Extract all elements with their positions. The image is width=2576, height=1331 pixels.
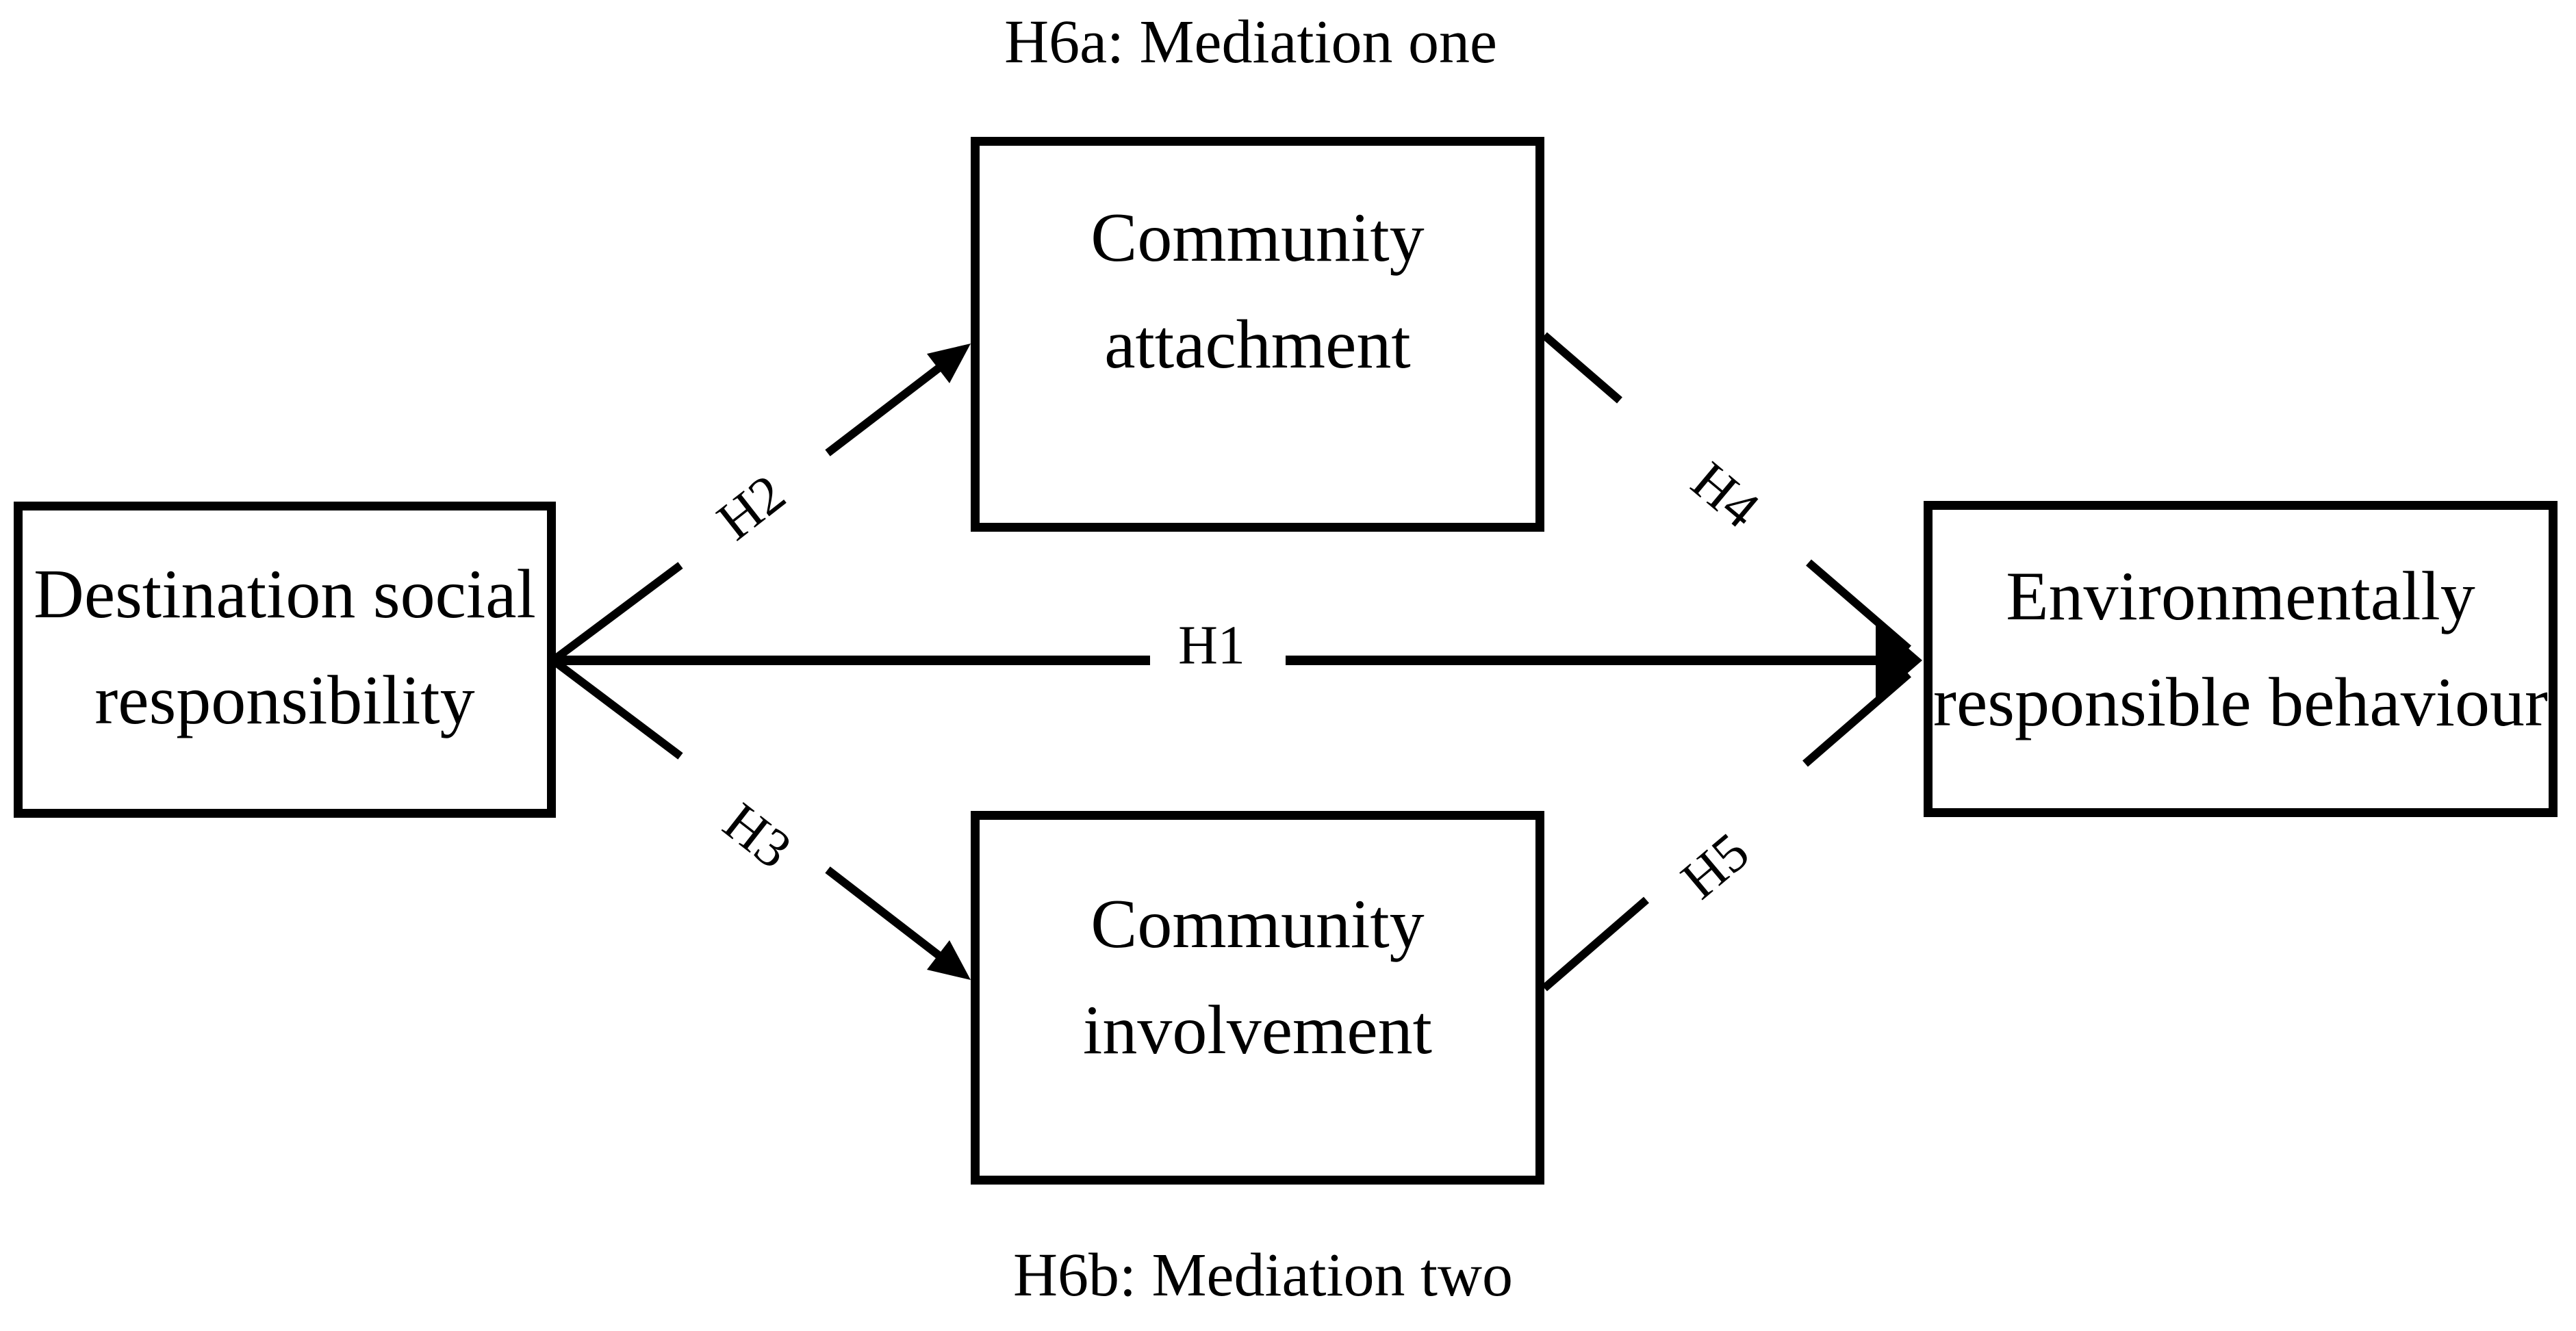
h3-line-a <box>553 659 683 760</box>
node-destination-social-responsibility: Destination social responsibility <box>14 502 556 818</box>
annotation-mediation-one: H6a: Mediation one <box>1004 8 1497 76</box>
node-environmentally-responsible-behaviour: Environmentally responsible behaviour <box>1924 501 2558 817</box>
h1-arrowhead <box>1876 620 1922 701</box>
node-community-involvement: Community involvement <box>971 811 1544 1185</box>
node-community-attachment: Community attachment <box>971 137 1544 532</box>
h3-line-b <box>825 866 956 970</box>
h3-arrowhead <box>927 940 971 980</box>
h2-line-a <box>553 562 683 662</box>
h5-line-a <box>1542 896 1649 992</box>
h2-arrowhead <box>927 344 971 383</box>
h4-line-b <box>1806 559 1911 652</box>
node-label-community-attachment: Community attachment <box>1091 199 1425 383</box>
annotation-mediation-two: H6b: Mediation two <box>1013 1241 1513 1309</box>
path-label-h1: H1 <box>1178 615 1245 676</box>
node-label-community-involvement: Community involvement <box>1083 885 1432 1069</box>
h2-line-b <box>825 354 956 456</box>
node-label-environmentally-responsible-behaviour: Environmentally responsible behaviour <box>1933 557 2548 741</box>
node-label-destination-social-responsibility: Destination social responsibility <box>34 555 536 739</box>
h4-line-a <box>1542 332 1622 404</box>
h5-line-b <box>1802 671 1911 767</box>
